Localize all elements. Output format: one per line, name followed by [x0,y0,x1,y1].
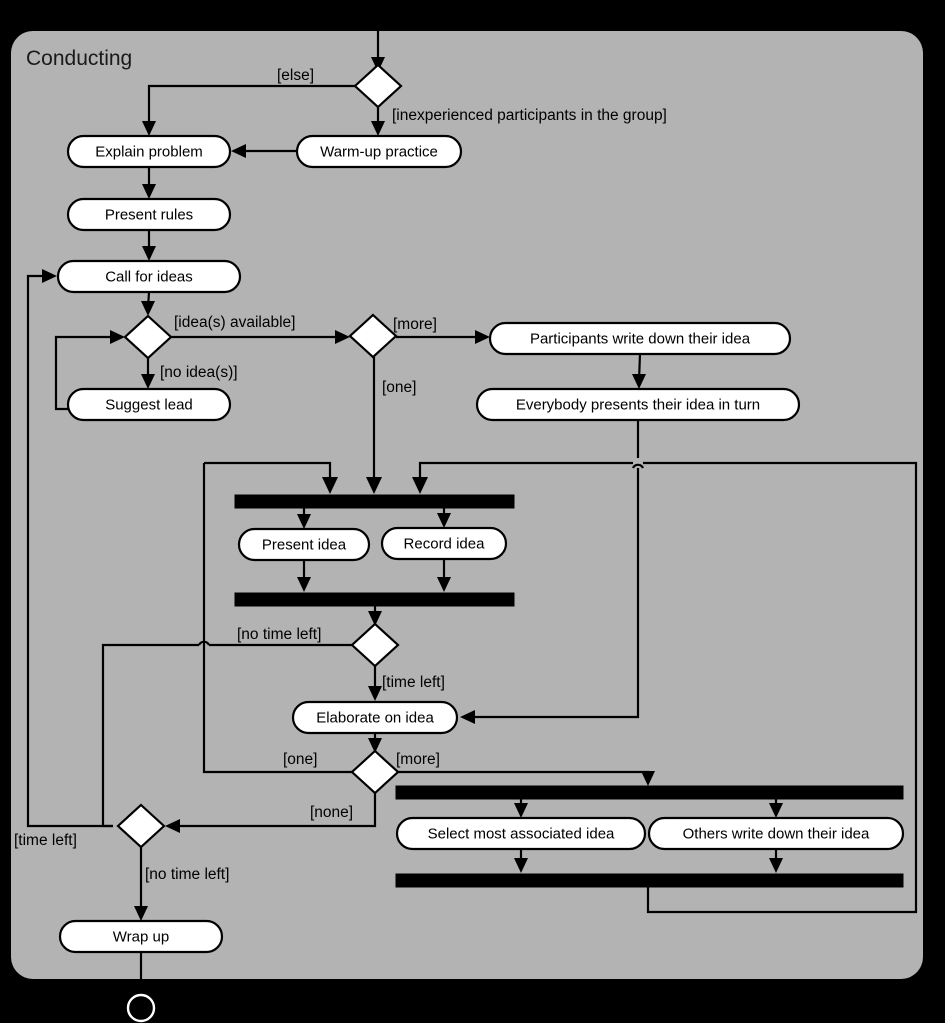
arrowhead [514,803,528,818]
arrowhead [769,858,783,873]
decision-node-time-outer[interactable] [116,803,166,849]
line-hop-everybody [632,463,644,469]
guard-label-no-ideas: [no idea(s)] [160,364,238,381]
arrowhead [297,514,311,529]
activity-label: Everybody presents their idea in turn [516,396,760,413]
guard-label-none: [none] [310,804,353,821]
bar-layer [234,494,904,888]
edge-one-top-segment [204,461,332,479]
arrowhead [141,301,155,316]
activity-node-wrap-up[interactable]: Wrap up [58,919,224,954]
arrowhead [368,738,382,753]
decision-node-more-ideas[interactable] [350,749,400,795]
arrowhead [475,330,490,344]
edge-decision-more-to-time-outer-none [175,793,377,828]
guard-label-no-time-inner: [no time left] [237,626,321,643]
activity-label: Suggest lead [105,396,193,413]
arrowhead [335,330,350,344]
arrowhead [368,611,382,626]
guard-label-one-bottom: [one] [283,751,317,768]
activity-node-explain-problem[interactable]: Explain problem [66,134,232,169]
guard-label-inexperienced: [inexperienced participants in the group… [392,107,667,124]
activity-node-warm-up-practice[interactable]: Warm-up practice [295,134,463,169]
guard-label-time-left-inner: [time left] [382,674,445,691]
arrowhead [514,858,528,873]
guard-label-time-left-outer: [time left] [14,832,77,849]
arrowhead [371,121,385,136]
arrowhead [231,144,246,158]
fork-bar-present-record [234,494,515,509]
activity-label: Participants write down their idea [530,330,751,347]
arrowhead [141,374,155,389]
arrowhead [437,513,451,528]
arrowhead [142,121,156,136]
guard-label-more-top: [more] [393,316,437,333]
activity-node-elaborate-on-idea[interactable]: Elaborate on idea [291,700,459,735]
activity-label: Record idea [404,535,486,552]
arrowhead [437,577,451,592]
activity-label: Call for ideas [105,268,193,285]
activity-label: Others write down their idea [683,825,870,842]
activity-node-call-for-ideas[interactable]: Call for ideas [56,259,242,294]
decision-node-layer [116,63,403,849]
edge-time-outer-to-call-for-ideas [26,274,113,828]
guard-label-layer: [else] [inexperienced participants in th… [14,67,667,883]
guard-label-one-top: [one] [382,379,416,396]
arrowhead [42,269,57,283]
fork-bar-select-others [395,785,904,800]
activity-node-present-rules[interactable]: Present rules [66,197,232,232]
arrowhead [460,710,475,724]
activity-label: Elaborate on idea [316,709,434,726]
activity-label: Wrap up [113,928,169,945]
guard-label-else: [else] [277,67,314,84]
arrowhead [641,771,655,786]
arrowhead [412,477,428,494]
activity-label: Warm-up practice [320,143,438,160]
guard-label-more-bottom: [more] [396,751,440,768]
activity-label: Present rules [105,206,193,223]
activity-final-node [126,993,156,1023]
guard-label-ideas-available: [idea(s) available] [174,314,295,331]
arrowhead [165,819,180,833]
arrowhead [366,477,382,494]
edge-decision-more-to-fork-present [202,463,352,774]
arrowhead [769,803,783,818]
activity-label: Present idea [262,536,347,553]
arrowhead [368,686,382,701]
activity-node-everybody-presents-their-idea-in-turn[interactable]: Everybody presents their idea in turn [475,387,801,422]
frame-title: Conducting [26,47,132,70]
arrowhead [134,906,148,921]
decision-node-idea-count[interactable] [348,313,398,359]
activity-node-suggest-lead[interactable]: Suggest lead [66,387,232,422]
join-bar-present-record [234,592,515,607]
activity-node-present-idea[interactable]: Present idea [237,527,371,562]
arrowhead [632,374,646,389]
guard-label-no-time-outer: [no time left] [145,866,229,883]
arrowhead [322,477,338,494]
edge-suggest-back-to-decision-ideas [54,335,116,411]
join-bar-select-others [395,873,904,888]
activity-node-record-idea[interactable]: Record idea [380,526,508,561]
arrowhead [142,246,156,261]
decision-node-ideas[interactable] [123,314,173,360]
edge-join-select-to-fork-present [418,461,918,914]
arrowhead [142,184,156,199]
decision-node-time-inner[interactable] [350,622,400,668]
activity-node-others-write-down-their-idea[interactable]: Others write down their idea [647,816,905,851]
decision-node-experience[interactable] [353,63,403,109]
activity-node-participants-write-down-their-idea[interactable]: Participants write down their idea [488,321,792,356]
activity-node-select-most-associated-idea[interactable]: Select most associated idea [395,816,647,851]
edge-everybody-to-elaborate [470,420,640,719]
activity-node-layer: Explain problem Warm-up practice Present… [56,134,905,954]
arrowhead [110,330,125,344]
arrowhead [297,577,311,592]
edge-layer [26,0,918,995]
activity-label: Select most associated idea [428,825,615,842]
activity-label: Explain problem [95,143,203,160]
edge-experience-to-explain [147,84,355,128]
